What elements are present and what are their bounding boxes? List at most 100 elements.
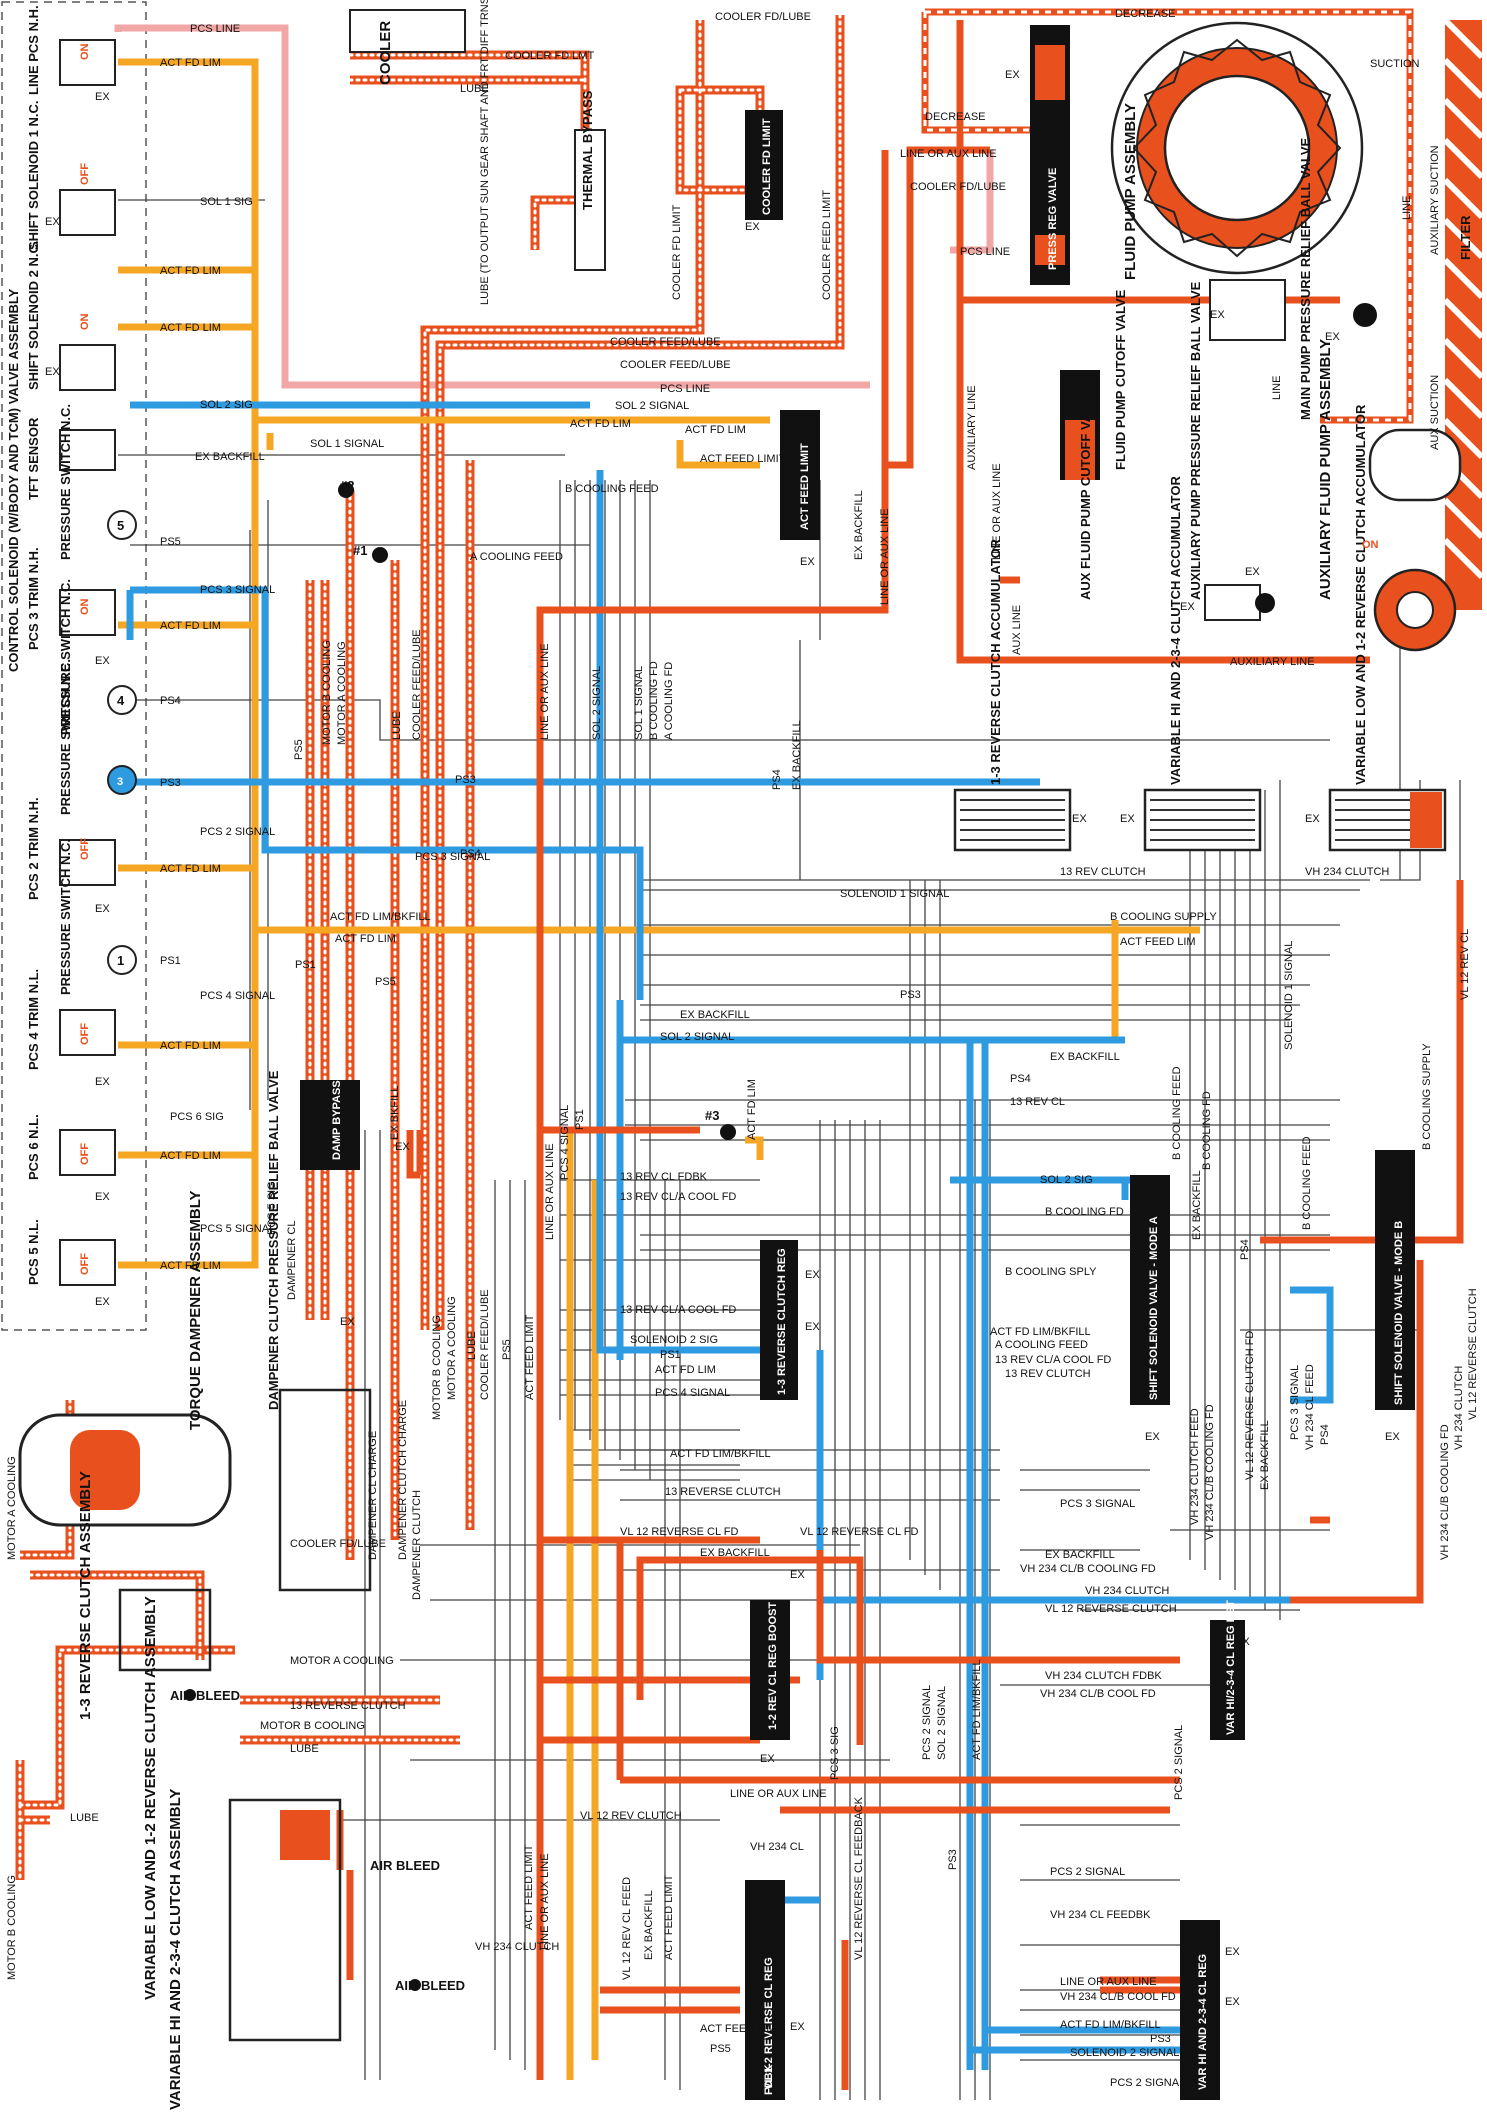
shift-solenoid-a-body <box>1130 1175 1170 1405</box>
passage-label: SOL 1 SIGNAL <box>310 438 384 450</box>
valve-label: 1-2 REV CL REG BOOST <box>767 1602 779 1730</box>
passage-label: VH 234 CL FEED <box>1304 1364 1316 1450</box>
passage-label: VH 234 CL FEEDBK <box>1050 1909 1151 1921</box>
passage-label: PS4 <box>460 848 481 860</box>
passage-label: VL 12 REVERSE CLUTCH FD <box>1244 1331 1256 1480</box>
ex-label: EX <box>1145 1431 1160 1443</box>
passage-label: PS1 <box>660 1349 681 1361</box>
valve-label: VAR HI/2-3-4 CL REG BST <box>1225 1600 1237 1735</box>
passage-label: MOTOR A COOLING <box>336 641 348 745</box>
pressure-switch-label: PRESSURE SWITCH N.C. <box>58 839 73 995</box>
passage-label: 13 REV CLUTCH <box>1005 1368 1091 1380</box>
var-hi-cl-reg-boost-body <box>1210 1620 1245 1740</box>
passage-label: SOLENOID 1 SIGNAL <box>1283 941 1295 1050</box>
air-bleed-label: AIR BLEED <box>395 1978 465 1993</box>
passage-label: ACT FD LIM <box>160 620 221 632</box>
pressure-switch-label: PRESSURE SWITCH N.C. <box>58 659 73 815</box>
passage-label: ACT FEED LIMIT <box>524 1314 536 1400</box>
ex-label: EX <box>790 2021 805 2033</box>
passage-label: PCS 2 SIGNAL <box>1173 1725 1185 1800</box>
cooler-lube-passages <box>15 13 845 1882</box>
pressure-switch-number: 1 <box>117 953 124 968</box>
valve-label: 1-3 REVERSE CLUTCH REG <box>776 1248 788 1395</box>
solenoid-label: PCS 4 TRIM N.L. <box>26 969 41 1070</box>
ex-label: EX <box>95 91 110 103</box>
passage-label: MOTOR B COOLING <box>260 1720 365 1732</box>
solenoid-state: OFF <box>79 838 91 860</box>
ex-label: EX <box>95 1191 110 1203</box>
passage-label: SOLENOID 2 SIGNAL <box>1070 2047 1179 2059</box>
passage-label: AUXILIARY LINE <box>966 385 978 470</box>
passage-label: PS5 <box>160 536 181 548</box>
passage-label: ACT FD LIM <box>160 863 221 875</box>
passage-label: VH 234 CL/B COOLING FD <box>1439 1424 1451 1560</box>
pump-hatch <box>921 8 1485 610</box>
passage-label: COOLER FD LIMIT <box>671 204 683 300</box>
passage-label: PS5 <box>375 976 396 988</box>
passage-label: SOL 1 SIG <box>200 196 253 208</box>
passage-label: MOTOR B COOLING <box>6 1875 18 1980</box>
passage-label: COOLER FEED/LUBE <box>620 359 731 371</box>
ex-label: EX <box>95 1296 110 1308</box>
passage-label: PS4 <box>771 769 783 790</box>
passage-label: A COOLING FEED <box>470 551 563 563</box>
passage-label: ACT FD LIM <box>746 1079 758 1140</box>
passage-label: SUCTION <box>1370 58 1420 70</box>
solenoid-label: SHIFT SOLENOID 1 N.C. <box>26 100 41 250</box>
passage-label: VH 234 CLUTCH <box>475 1941 559 1953</box>
valve-label: DAMPENER CLUTCH PRESSURE RELIEF BALL VAL… <box>266 1070 281 1410</box>
passage-label: LINE OR AUX LINE <box>900 148 997 160</box>
passage-label: LINE OR AUX LINE <box>879 508 891 605</box>
line-passages <box>336 20 1464 2090</box>
passage-label: EX BACKFILL <box>1191 1170 1203 1240</box>
valve-label: SHIFT SOLENOID VALVE - MODE B <box>1393 1221 1405 1405</box>
var-hi-cl-reg-body <box>1180 1920 1220 2100</box>
passage-label: PCS 4 SIGNAL <box>200 990 275 1002</box>
ex-label: EX <box>1225 1996 1240 2008</box>
passage-label: EX BACKFILL <box>195 451 265 463</box>
passage-label: A COOLING FD <box>663 662 675 740</box>
passage-label: LINE <box>1271 376 1283 400</box>
passage-label: PS1 <box>574 1109 586 1130</box>
fluid-pump-gerotor <box>1110 21 1364 275</box>
passage-label: EX BACKFILL <box>1259 1420 1271 1490</box>
passage-label: AUXILIARY LINE <box>1230 656 1315 668</box>
passage-label: LINE OR AUX LINE <box>730 1788 827 1800</box>
valve-label: VAR HI AND 2-3-4 CL REG <box>1197 1954 1209 2090</box>
accumulator-label: 1-3 REVERSE CLUTCH ACCUMULATOR <box>988 538 1003 785</box>
passage-label: COOLER FD/LUBE <box>715 11 811 23</box>
passage-label: 13 REV CL/A COOL FD <box>620 1191 736 1203</box>
passage-label: VH 234 CL/B COOLING FD <box>1204 1404 1216 1540</box>
solenoid-state: OFF <box>79 1253 91 1275</box>
passage-label: ACT FEED LIM <box>1120 936 1196 948</box>
aux-pump-state: ON <box>1362 539 1379 551</box>
pressure-switch-number: 4 <box>117 693 125 708</box>
ex-label: EX <box>45 366 60 378</box>
act-feed-limit-body <box>780 410 820 540</box>
rev-cl-reg-boost-body <box>750 1600 790 1740</box>
passage-label: SOL 2 SIGNAL <box>936 1686 948 1760</box>
passage-label: ACT FD LIM/BKFILL <box>330 911 431 923</box>
passage-label: 13 REV CL <box>1010 1096 1065 1108</box>
passage-label: ACT FD LIM <box>335 933 396 945</box>
passage-label: B COOLING FD <box>648 661 660 740</box>
passage-label: PS3 <box>947 1849 959 1870</box>
passage-label: EX BACKFILL <box>853 490 865 560</box>
passage-label: PCS 4 SIGNAL <box>559 1105 571 1180</box>
passage-label: DAMPENER CLUTCH <box>411 1490 423 1600</box>
ex-label: EX <box>1235 1636 1250 1648</box>
control-solenoid-assembly-title: CONTROL SOLENOID (W/BODY AND TCM) VALVE … <box>6 288 21 672</box>
passage-label: ACT FD LIM <box>160 322 221 334</box>
ex-label: EX <box>1180 601 1195 613</box>
passage-label: LUBE <box>466 1331 478 1360</box>
valve-label: AUX FLUID PUMP CUTOFF VALVE <box>1078 388 1093 600</box>
passage-label: EX BACKFILL <box>1045 1549 1115 1561</box>
passage-label: ACT FD LIM/BKFILL <box>1060 2019 1161 2031</box>
passage-label: 13 REV CL/A COOL FD <box>995 1354 1111 1366</box>
pressure-switch-label: PRESSURE SWITCH N.C. <box>58 404 73 560</box>
passage-label: COOLER FD LMT <box>505 50 595 62</box>
passage-label: ACT FD LIM <box>685 424 746 436</box>
passage-label: ACT FD LIM <box>160 1150 221 1162</box>
check-ball-label: #2 <box>340 478 354 493</box>
